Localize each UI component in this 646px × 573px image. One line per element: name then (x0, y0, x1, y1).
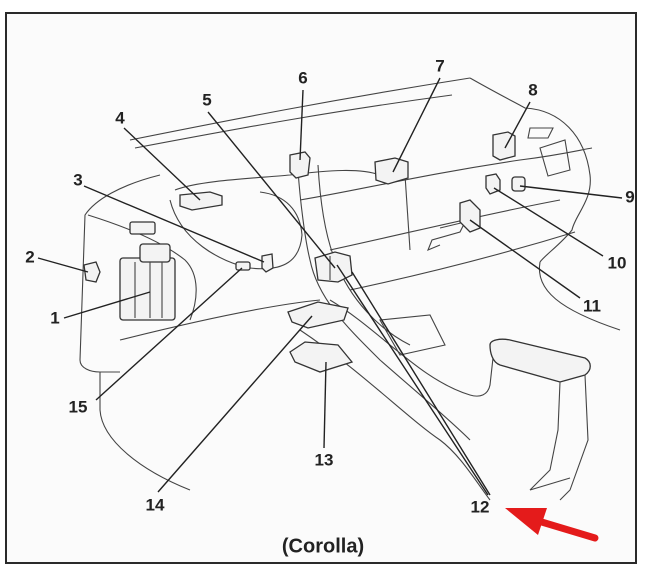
callout-4: 4 (115, 108, 125, 128)
callout-3: 3 (73, 170, 83, 190)
diagram-frame (5, 12, 637, 564)
component-14 (287, 301, 349, 329)
leader-1 (63, 291, 151, 319)
leader-12a (336, 264, 489, 496)
callout-14: 14 (145, 495, 165, 515)
leader-4 (123, 127, 201, 201)
component-15 (235, 261, 251, 271)
callout-1: 1 (50, 308, 60, 328)
callout-13: 13 (314, 450, 334, 470)
leader-15 (95, 267, 243, 401)
component-2 (83, 261, 101, 283)
callout-5: 5 (202, 90, 212, 110)
component-13 (289, 341, 354, 373)
leader-9 (519, 185, 623, 199)
leader-13 (323, 361, 327, 449)
component-3 (261, 253, 274, 273)
component-6 (289, 151, 311, 179)
callout-10: 10 (607, 253, 627, 273)
component-7 (374, 157, 409, 185)
diagram-caption: (Corolla) (281, 535, 365, 558)
callout-11: 11 (583, 296, 601, 316)
leader-2 (37, 257, 89, 273)
callout-7: 7 (435, 56, 445, 76)
leader-8 (504, 101, 531, 149)
leader-14 (157, 315, 313, 493)
leader-12b (351, 271, 491, 496)
leader-11 (469, 219, 581, 299)
red-arrow-icon (505, 508, 599, 542)
callout-8: 8 (528, 80, 538, 100)
component-fuse-box (119, 221, 176, 321)
callout-12: 12 (470, 497, 490, 517)
callout-15: 15 (68, 397, 88, 417)
component-4 (179, 191, 223, 211)
leader-6 (299, 89, 304, 161)
leader-5 (207, 111, 336, 269)
callout-2: 2 (25, 247, 35, 267)
dashboard-outline (79, 77, 621, 501)
leader-7 (392, 77, 441, 173)
leader-3 (83, 185, 265, 263)
callout-9: 9 (625, 187, 635, 207)
leader-lines (37, 77, 623, 496)
component-9 (511, 176, 526, 192)
callout-6: 6 (298, 68, 308, 88)
leader-10 (493, 187, 604, 257)
